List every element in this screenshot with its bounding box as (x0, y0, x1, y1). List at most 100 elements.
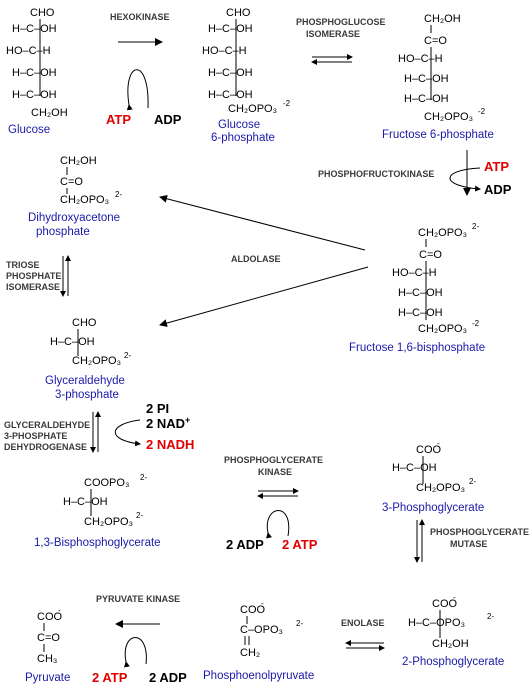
g6p-c1: CHO (226, 7, 251, 19)
gapdh-label-1: GLYCERALDEHYDE (4, 420, 90, 430)
g3p-charge: 2- (124, 351, 131, 360)
g6p-c5: H–C–OH (208, 89, 253, 101)
gapdh-cofactor-curve (114, 419, 141, 447)
pg3-structure: COO - H–C–OH CH₂OPO₃ 2- (392, 439, 476, 494)
hexokinase-cofactor-curve (126, 69, 149, 111)
fbp-structure: CH₂OPO₃ 2- C=O HO–C–H H–C–OH H–C–OH CH₂O… (392, 222, 480, 335)
fbp-charge: -2 (472, 319, 480, 328)
pk-atp: 2 ATP (92, 670, 128, 685)
bpg-caption: 1,3-Bisphosphoglycerate (34, 537, 161, 549)
g6p-structure: CHO H–C–OH HO–C–H H–C–OH H–C–OH CH₂OPO₃ … (202, 7, 291, 115)
tpi-label-3: ISOMERASE (6, 282, 60, 292)
aldolase-arrow-to-g3p (159, 266, 369, 327)
pg2-c2-charge: 2- (487, 612, 494, 621)
pg3-charge: 2- (469, 477, 476, 486)
pg2-c1: COO (432, 598, 458, 610)
pfk-label: PHOSPHOFRUCTOKINASE (318, 169, 434, 179)
gapdh-pi: 2 PI (146, 401, 169, 416)
gapdh-nadh: 2 NADH (146, 437, 194, 452)
dhap-c1: CH₂OH (60, 155, 97, 167)
hexokinase-adp: ADP (154, 112, 182, 127)
g6p-c4: H–C–OH (208, 67, 253, 79)
g6p-c3: HO–C–H (202, 45, 247, 57)
aldolase-arrow-to-dhap (159, 194, 366, 251)
pg3-c3: CH₂OPO₃ (416, 482, 465, 494)
f6p-c5: H–C–OH (404, 93, 449, 105)
pgk-atp: 2 ATP (282, 537, 318, 552)
pgk-label-1: PHOSPHOGLYCERATE (224, 455, 323, 465)
pg2-c1-charge: - (453, 593, 456, 602)
fbp-c2: C=O (419, 249, 442, 261)
g3p-structure: CHO H–C–OH CH₂OPO₃ 2- (50, 317, 131, 367)
g3p-c3: CH₂OPO₃ (72, 355, 121, 367)
f6p-c2: C=O (424, 35, 447, 47)
pep-c1: COO (240, 604, 266, 616)
fbp-c1: CH₂OPO₃ (418, 227, 467, 239)
g3p-c1: CHO (72, 317, 97, 329)
dhap-charge: 2- (115, 190, 122, 199)
pg2-caption: 2-Phosphoglycerate (402, 656, 504, 668)
f6p-structure: CH₂OH C=O HO–C–H H–C–OH H–C–OH CH₂OPO₃ -… (398, 13, 486, 123)
dhap-structure: CH₂OH C=O CH₂OPO₃ 2- (60, 155, 122, 206)
dhap-caption-2: phosphate (36, 226, 90, 238)
pgi-label-1: PHOSPHOGLUCOSE (296, 17, 386, 27)
glucose-c5: H–C–OH (12, 89, 57, 101)
glucose-c1: CHO (30, 7, 55, 19)
pgk-label-2: KINASE (258, 467, 292, 477)
bpg-structure: COOPO₃ 2- H–C–OH CH₂OPO₃ 2- (63, 473, 147, 528)
dhap-caption-1: Dihydroxyacetone (28, 212, 120, 224)
bpg-c1: COOPO₃ (84, 477, 129, 489)
gapdh-nad: 2 NAD+ (146, 415, 190, 431)
pg3-caption: 3-Phosphoglycerate (382, 502, 484, 514)
tpi-label-2: PHOSPHATE (6, 271, 61, 281)
bpg-c2: H–C–OH (63, 496, 108, 508)
pg2-c2: H–C–OPO₃ (408, 617, 465, 629)
glucose-c6: CH₂OH (31, 107, 68, 119)
pg3-c2: H–C–OH (392, 462, 437, 474)
pep-caption: Phosphoenolpyruvate (203, 670, 314, 682)
pgm-label-2: MUTASE (450, 539, 487, 549)
gapdh-label-3: DEHYDROGENASE (4, 442, 87, 452)
pgi-label-2: ISOMERASE (306, 29, 360, 39)
f6p-c4: H–C–OH (404, 73, 449, 85)
enolase-label: ENOLASE (341, 618, 385, 628)
g3p-c2: H–C–OH (50, 336, 95, 348)
g6p-c2: H–C–OH (208, 23, 253, 35)
dhap-c3: CH₂OPO₃ (60, 194, 109, 206)
pg3-c1: COO (416, 444, 442, 456)
bpg-charge: 2- (136, 511, 143, 520)
bpg-c3: CH₂OPO₃ (84, 516, 133, 528)
pg2-c3: CH₂OH (432, 638, 469, 650)
g6p-caption-1: Glucose (218, 119, 260, 131)
pgk-cofactor-curve (266, 510, 290, 539)
pyruvate-c1: COO (37, 611, 63, 623)
g6p-charge: -2 (283, 99, 291, 108)
g3p-caption-2: 3-phosphate (55, 389, 119, 401)
g6p-caption-2: 6-phosphate (211, 132, 275, 144)
pgm-label-1: PHOSPHOGLYCERATE (430, 527, 529, 537)
f6p-c6: CH₂OPO₃ (424, 111, 473, 123)
bpg-c1-charge: 2- (140, 473, 147, 482)
f6p-c3: HO–C–H (398, 53, 443, 65)
fbp-caption: Fructose 1,6-bisphosphate (349, 342, 485, 354)
pk-cofactor-curve (123, 637, 147, 668)
aldolase-label: ALDOLASE (231, 254, 281, 264)
pep-c3: CH₂ (240, 647, 260, 659)
glucose-caption: Glucose (8, 124, 50, 136)
hexokinase-label: HEXOKINASE (110, 12, 170, 22)
glucose-c3: HO–C–H (6, 45, 51, 57)
gapdh-label-2: 3-PHOSPHATE (4, 431, 67, 441)
pg3-c1-charge: - (437, 439, 440, 448)
fbp-c1-charge: 2- (472, 222, 479, 231)
pk-label: PYRUVATE KINASE (96, 594, 180, 604)
pg2-structure: COO - H–C–OPO₃ 2- CH₂OH (408, 593, 494, 650)
pep-c2-charge: 2- (296, 619, 303, 628)
pyruvate-c2: C=O (37, 632, 60, 644)
pyruvate-structure: COO - C=O CH₃ (37, 606, 63, 665)
pyruvate-c3: CH₃ (37, 653, 57, 665)
glucose-c4: H–C–OH (12, 67, 57, 79)
pfk-adp: ADP (484, 182, 512, 197)
pep-c2: C–OPO₃ (240, 624, 283, 636)
f6p-c1: CH₂OH (424, 13, 461, 25)
